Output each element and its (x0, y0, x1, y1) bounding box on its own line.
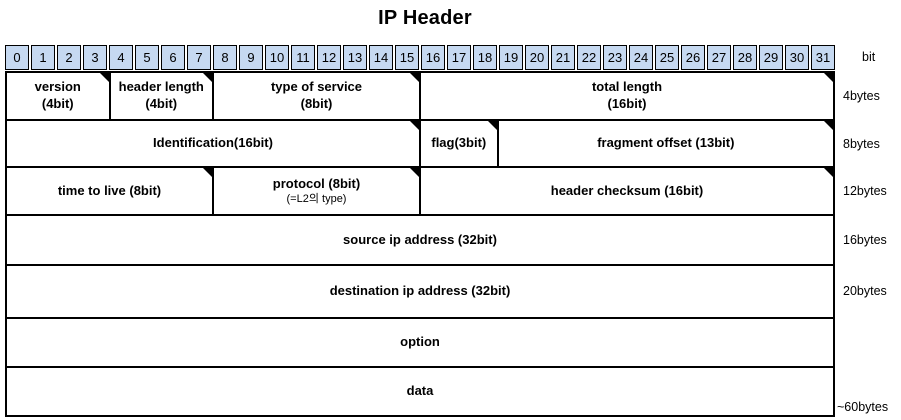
field-label: destination ip address (32bit) (329, 283, 511, 299)
field-type-of-service: type of service(8bit) (214, 73, 419, 119)
field-label: data (406, 383, 434, 399)
field-label: type of service (270, 79, 363, 95)
bit-number-cell-22: 22 (577, 45, 601, 70)
side-label-bit: bit (862, 50, 876, 64)
bit-number-cell-23: 23 (603, 45, 627, 70)
bit-number-cell-3: 3 (83, 45, 107, 70)
bit-number-cell-4: 4 (109, 45, 133, 70)
side-label-60bytes: ~60bytes (837, 400, 889, 414)
folded-corner-icon (410, 168, 419, 177)
field-label: header checksum (16bit) (550, 182, 704, 198)
field-protocol: protocol (8bit)(=L2의 type) (214, 168, 419, 214)
byte-offset-labels: bit 4bytes 8bytes 12bytes 16bytes 20bytes ~60b… (837, 0, 901, 420)
field-label: version (34, 79, 81, 95)
field-version: version(4bit) (7, 73, 109, 119)
field-total-length: total length(16bit) (421, 73, 833, 119)
field-label: flag(3bit) (431, 135, 487, 151)
field-sublabel: (=L2의 type) (286, 192, 347, 205)
bit-number-cell-1: 1 (31, 45, 55, 70)
field-label: option (400, 334, 440, 350)
field-time-to-live: time to live (8bit) (7, 168, 212, 214)
side-label-8bytes: 8bytes (843, 137, 880, 151)
bit-number-cell-8: 8 (213, 45, 237, 70)
bit-number-cell-9: 9 (239, 45, 263, 70)
folded-corner-icon (99, 73, 109, 82)
bit-number-cell-17: 17 (447, 45, 471, 70)
bit-number-cell-26: 26 (681, 45, 705, 70)
field-label: header length (118, 79, 204, 95)
bit-number-cell-7: 7 (187, 45, 211, 70)
field-identification: Identification(16bit) (7, 121, 419, 166)
field-fragment-offset: fragment offset (13bit) (498, 121, 833, 166)
field-label: Identification(16bit) (153, 135, 273, 151)
field-label: fragment offset (13bit) (597, 135, 735, 151)
bit-number-cell-31: 31 (811, 45, 835, 70)
bit-number-cell-19: 19 (499, 45, 523, 70)
bit-number-cell-13: 13 (343, 45, 367, 70)
folded-corner-icon (203, 73, 212, 82)
bit-number-cell-25: 25 (655, 45, 679, 70)
field-flag: flag(3bit) (421, 121, 497, 166)
bit-number-cell-15: 15 (395, 45, 419, 70)
folded-corner-icon (824, 121, 833, 130)
side-label-20bytes: 20bytes (843, 284, 887, 298)
bit-number-cell-24: 24 (629, 45, 653, 70)
field-source-ip-address: source ip address (32bit) (7, 216, 833, 264)
side-label-12bytes: 12bytes (843, 184, 887, 198)
bit-number-cell-12: 12 (317, 45, 341, 70)
bit-number-cell-21: 21 (551, 45, 575, 70)
bit-number-cell-14: 14 (369, 45, 393, 70)
field-label: total length (591, 79, 663, 95)
folded-corner-icon (410, 73, 419, 82)
field-label: (4bit) (41, 96, 74, 111)
bit-number-cell-28: 28 (733, 45, 757, 70)
side-label-4bytes: 4bytes (843, 89, 880, 103)
folded-corner-icon (203, 168, 212, 177)
bit-number-cell-16: 16 (421, 45, 445, 70)
field-label: (4bit) (145, 96, 178, 111)
bit-number-cell-29: 29 (759, 45, 783, 70)
field-header-length: header length(4bit) (110, 73, 212, 119)
folded-corner-icon (824, 73, 833, 82)
bit-number-cell-5: 5 (135, 45, 159, 70)
folded-corner-icon (487, 121, 497, 130)
bit-number-cell-11: 11 (291, 45, 315, 70)
side-label-16bytes: 16bytes (843, 233, 887, 247)
field-label: time to live (8bit) (57, 182, 162, 198)
field-data: data (7, 368, 833, 415)
field-label: (16bit) (607, 96, 647, 111)
header-fields-table: version(4bit)header length(4bit)type of … (5, 71, 835, 417)
bit-number-cell-10: 10 (265, 45, 289, 70)
bit-number-cell-27: 27 (707, 45, 731, 70)
field-destination-ip-address: destination ip address (32bit) (7, 266, 833, 317)
field-label: (8bit) (300, 96, 333, 111)
folded-corner-icon (824, 168, 833, 177)
folded-corner-icon (410, 121, 419, 130)
field-option: option (7, 319, 833, 366)
bit-number-cell-20: 20 (525, 45, 549, 70)
bit-number-cell-18: 18 (473, 45, 497, 70)
bit-number-cell-6: 6 (161, 45, 185, 70)
field-label: source ip address (32bit) (343, 231, 497, 247)
field-header-checksum: header checksum (16bit) (421, 168, 833, 214)
field-label: protocol (8bit) (272, 175, 361, 191)
bit-number-cell-2: 2 (57, 45, 81, 70)
bit-number-cell-30: 30 (785, 45, 809, 70)
bit-number-cell-0: 0 (5, 45, 29, 70)
diagram-title: IP Header (378, 7, 472, 29)
